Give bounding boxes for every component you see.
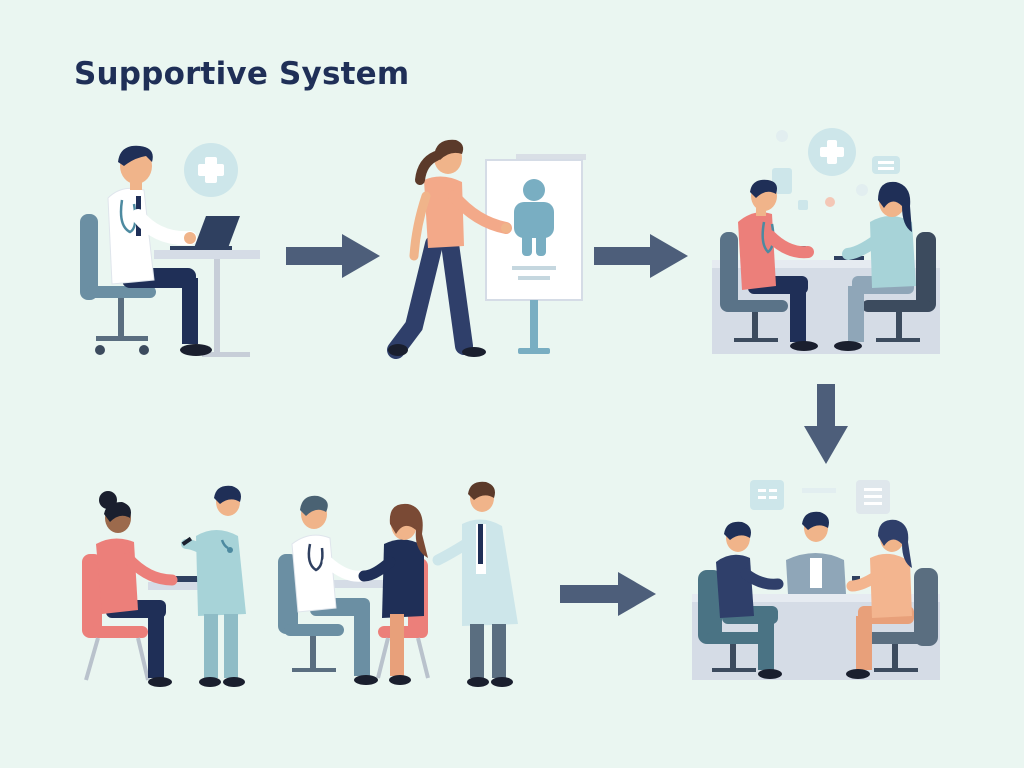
flow-arrow-right	[594, 234, 688, 278]
flow-arrow-right	[286, 234, 380, 278]
medical-cross-icon	[184, 143, 238, 197]
stethoscope-icon	[220, 539, 233, 553]
scene-doctor-patient-consultation	[712, 126, 952, 358]
scene-patient-presenting-board	[386, 136, 596, 366]
flow-arrow-down	[804, 384, 848, 464]
flow-arrow-right	[560, 572, 656, 616]
body-chart-icon	[514, 179, 554, 256]
scene-doctor-at-laptop	[78, 140, 278, 360]
document-icon	[750, 480, 784, 510]
page-title: Supportive System	[74, 56, 410, 92]
medical-cross-icon	[808, 128, 856, 176]
scene-collaborative-care-group	[78, 481, 538, 690]
scene-team-meeting	[692, 476, 942, 690]
